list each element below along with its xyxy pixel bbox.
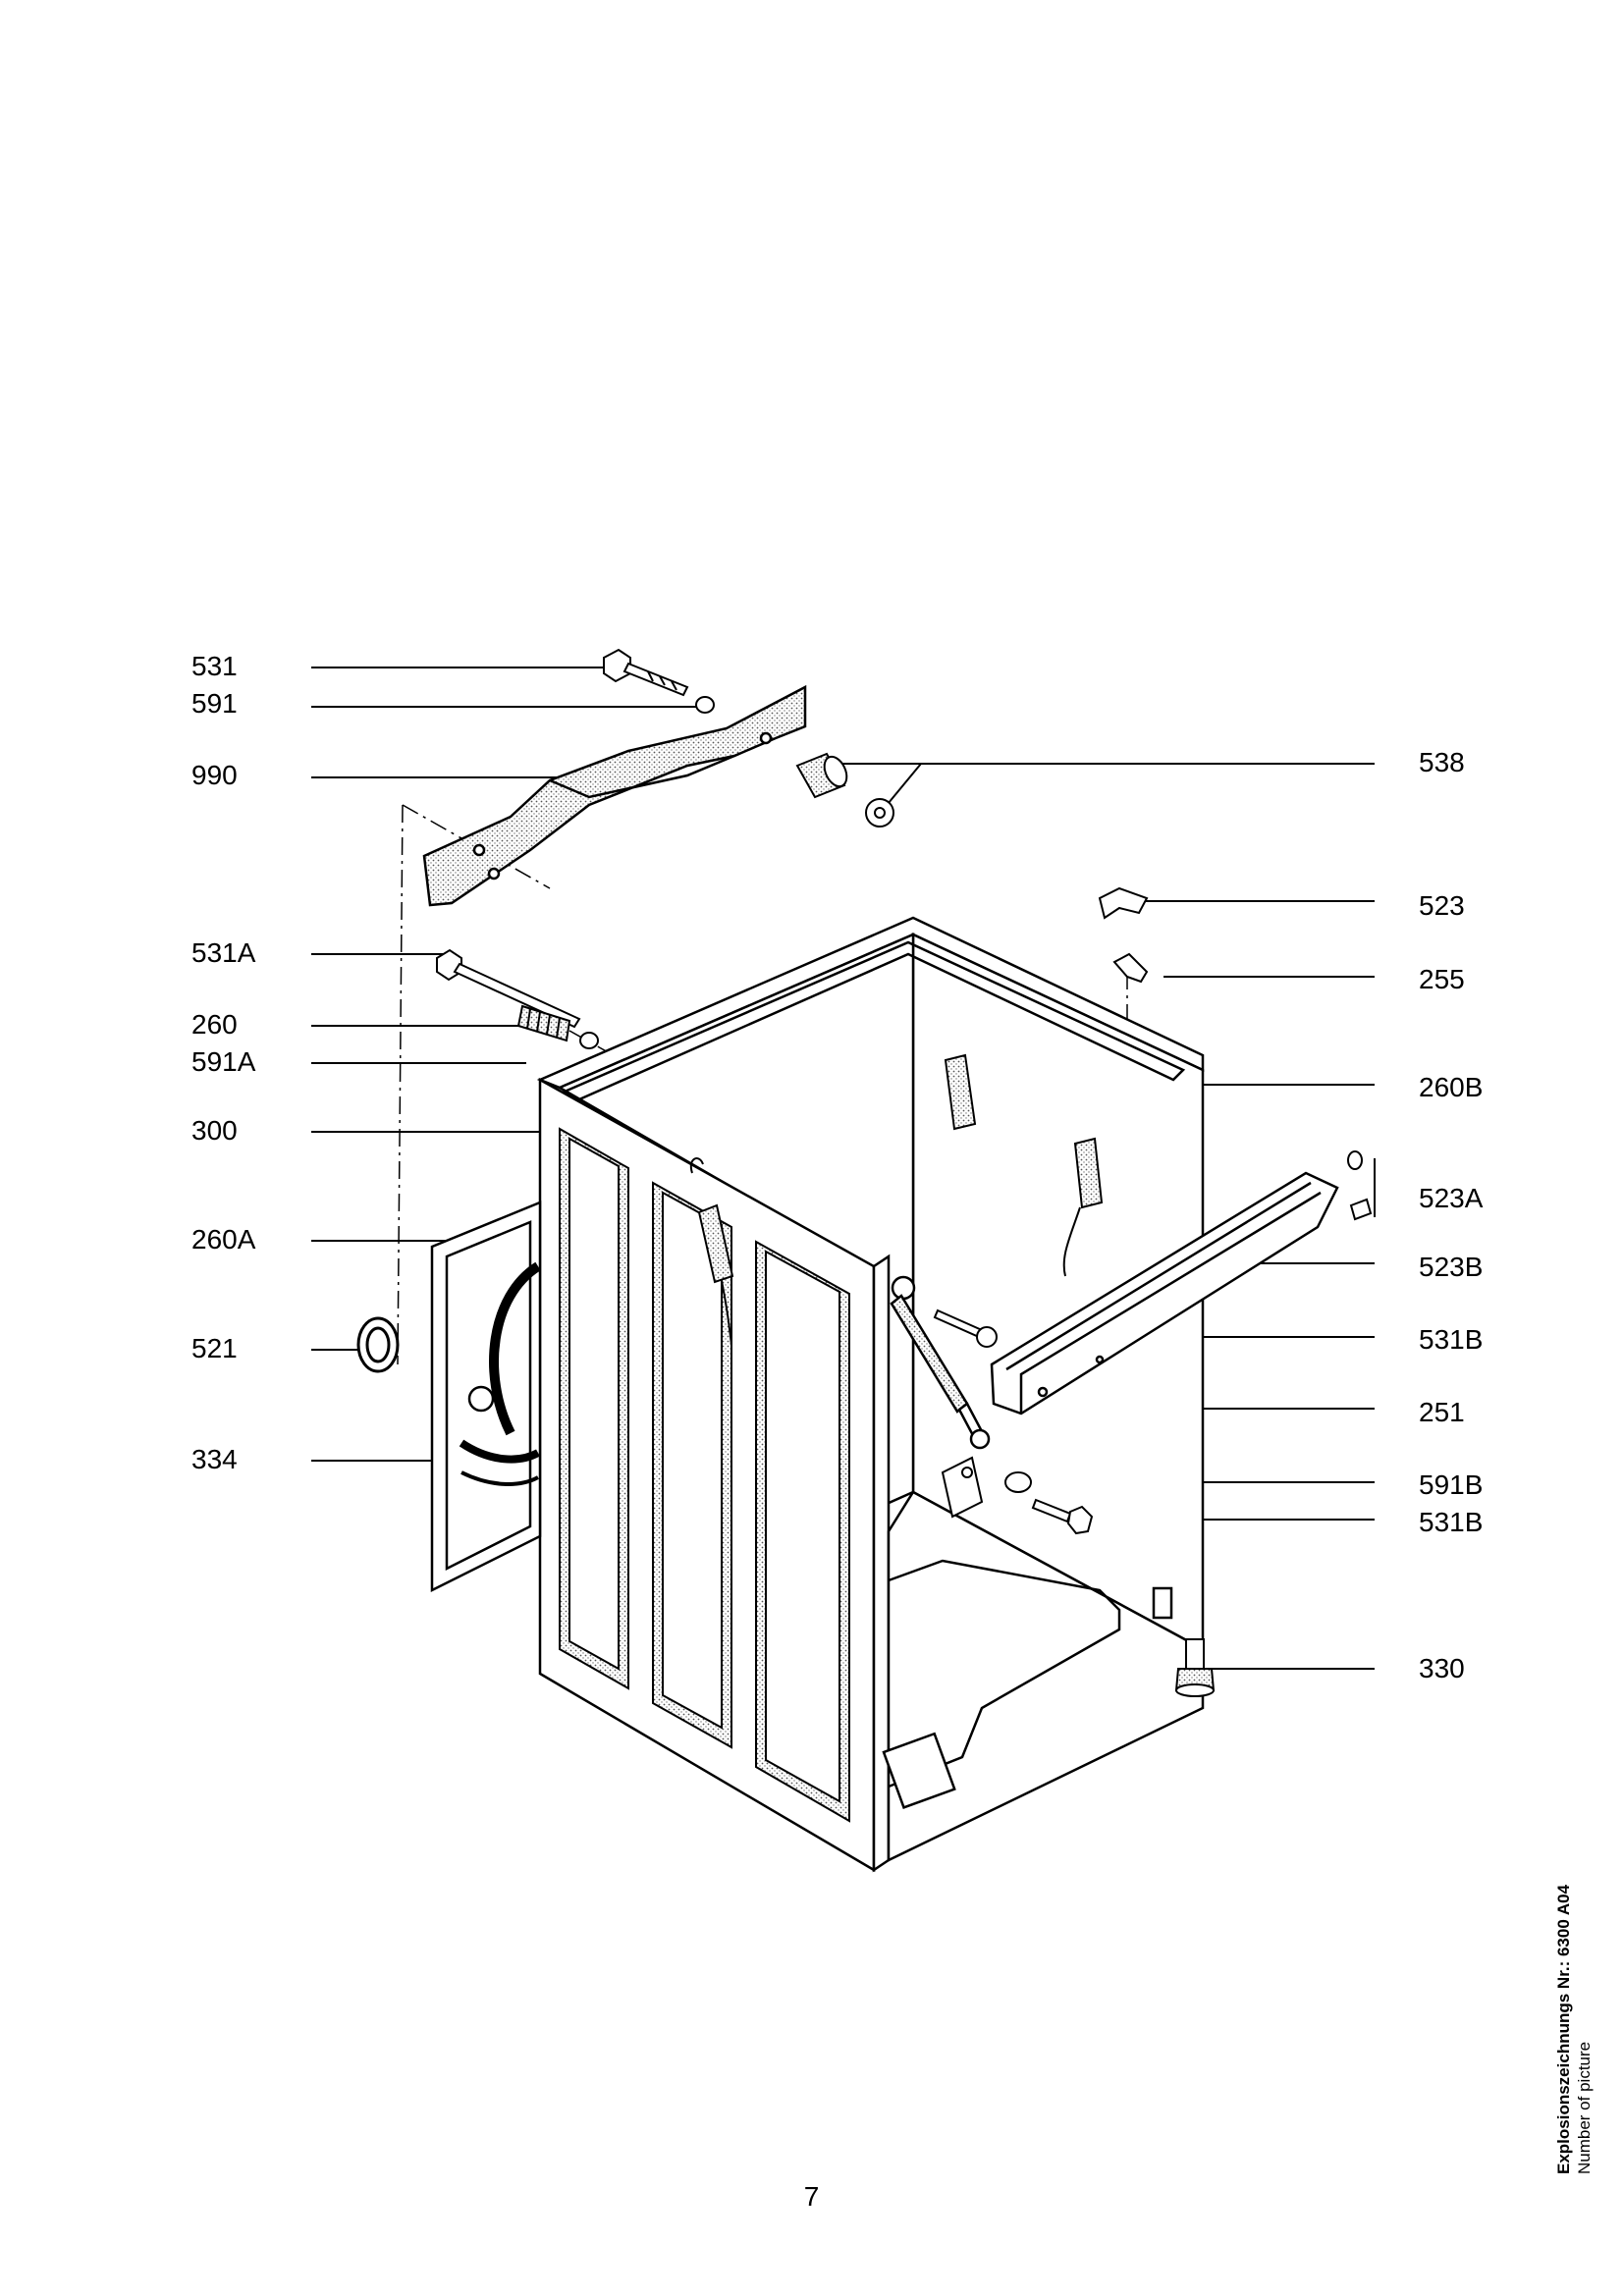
part-label-255: 255 — [1419, 964, 1465, 994]
bolt-531b-upper — [933, 1308, 998, 1348]
clip-523 — [1098, 886, 1149, 920]
number-of-picture-caption: Number of picture — [1575, 2041, 1594, 2174]
part-label-330: 330 — [1419, 1653, 1465, 1683]
part-label-531b-lower: 531B — [1419, 1507, 1484, 1537]
leader-lines — [311, 667, 1376, 1670]
washer-591a — [579, 1032, 599, 1049]
part-label-531b-upper: 531B — [1419, 1324, 1484, 1355]
part-label-531a: 531A — [191, 937, 256, 968]
gasket-521 — [356, 1316, 400, 1373]
rear-cover-334 — [430, 1201, 542, 1593]
part-label-531: 531 — [191, 651, 238, 681]
part-label-260: 260 — [191, 1009, 238, 1040]
spacer-538 — [795, 752, 894, 828]
cross-brace-990 — [422, 684, 807, 907]
part-label-334: 334 — [191, 1444, 238, 1474]
part-label-591a: 591A — [191, 1046, 256, 1077]
part-label-591: 591 — [191, 688, 238, 719]
washer-591 — [695, 696, 715, 714]
spring-260b — [944, 1053, 1104, 1277]
bolt-531 — [603, 648, 689, 697]
bracket-mount — [941, 1456, 984, 1519]
part-label-523b: 523B — [1419, 1252, 1484, 1282]
part-label-538: 538 — [1419, 747, 1465, 777]
part-label-260b: 260B — [1419, 1072, 1484, 1102]
drawing-number-caption: Explosionszeichnungs Nr.: 6300 A04 — [1554, 1884, 1573, 2174]
bolt-531a — [436, 948, 581, 1029]
part-label-591b: 591B — [1419, 1469, 1484, 1500]
front-panel-cutouts — [559, 1127, 850, 1823]
part-label-523: 523 — [1419, 890, 1465, 921]
page-number: 7 — [803, 2181, 820, 2212]
control-rail-523b — [990, 1171, 1339, 1415]
foot-330 — [1174, 1638, 1216, 1697]
washer-591b — [1004, 1471, 1032, 1493]
clip-255 — [1112, 952, 1149, 984]
cabinet-frame-300 — [536, 916, 1205, 1873]
spring-260a — [689, 1157, 734, 1346]
shock-absorber-251 — [890, 1275, 991, 1450]
clip-523a — [1347, 1150, 1373, 1221]
bolt-531b-lower — [1031, 1498, 1094, 1535]
part-label-521: 521 — [191, 1333, 238, 1363]
side-caption: Explosionszeichnungs Nr.: 6300 A04 Numbe… — [1553, 1885, 1595, 2174]
spring-260 — [516, 1004, 571, 1042]
part-label-523a: 523A — [1419, 1183, 1484, 1213]
part-label-260a: 260A — [191, 1224, 256, 1255]
part-label-251: 251 — [1419, 1397, 1465, 1427]
part-label-300: 300 — [191, 1115, 238, 1146]
part-label-990: 990 — [191, 760, 238, 790]
